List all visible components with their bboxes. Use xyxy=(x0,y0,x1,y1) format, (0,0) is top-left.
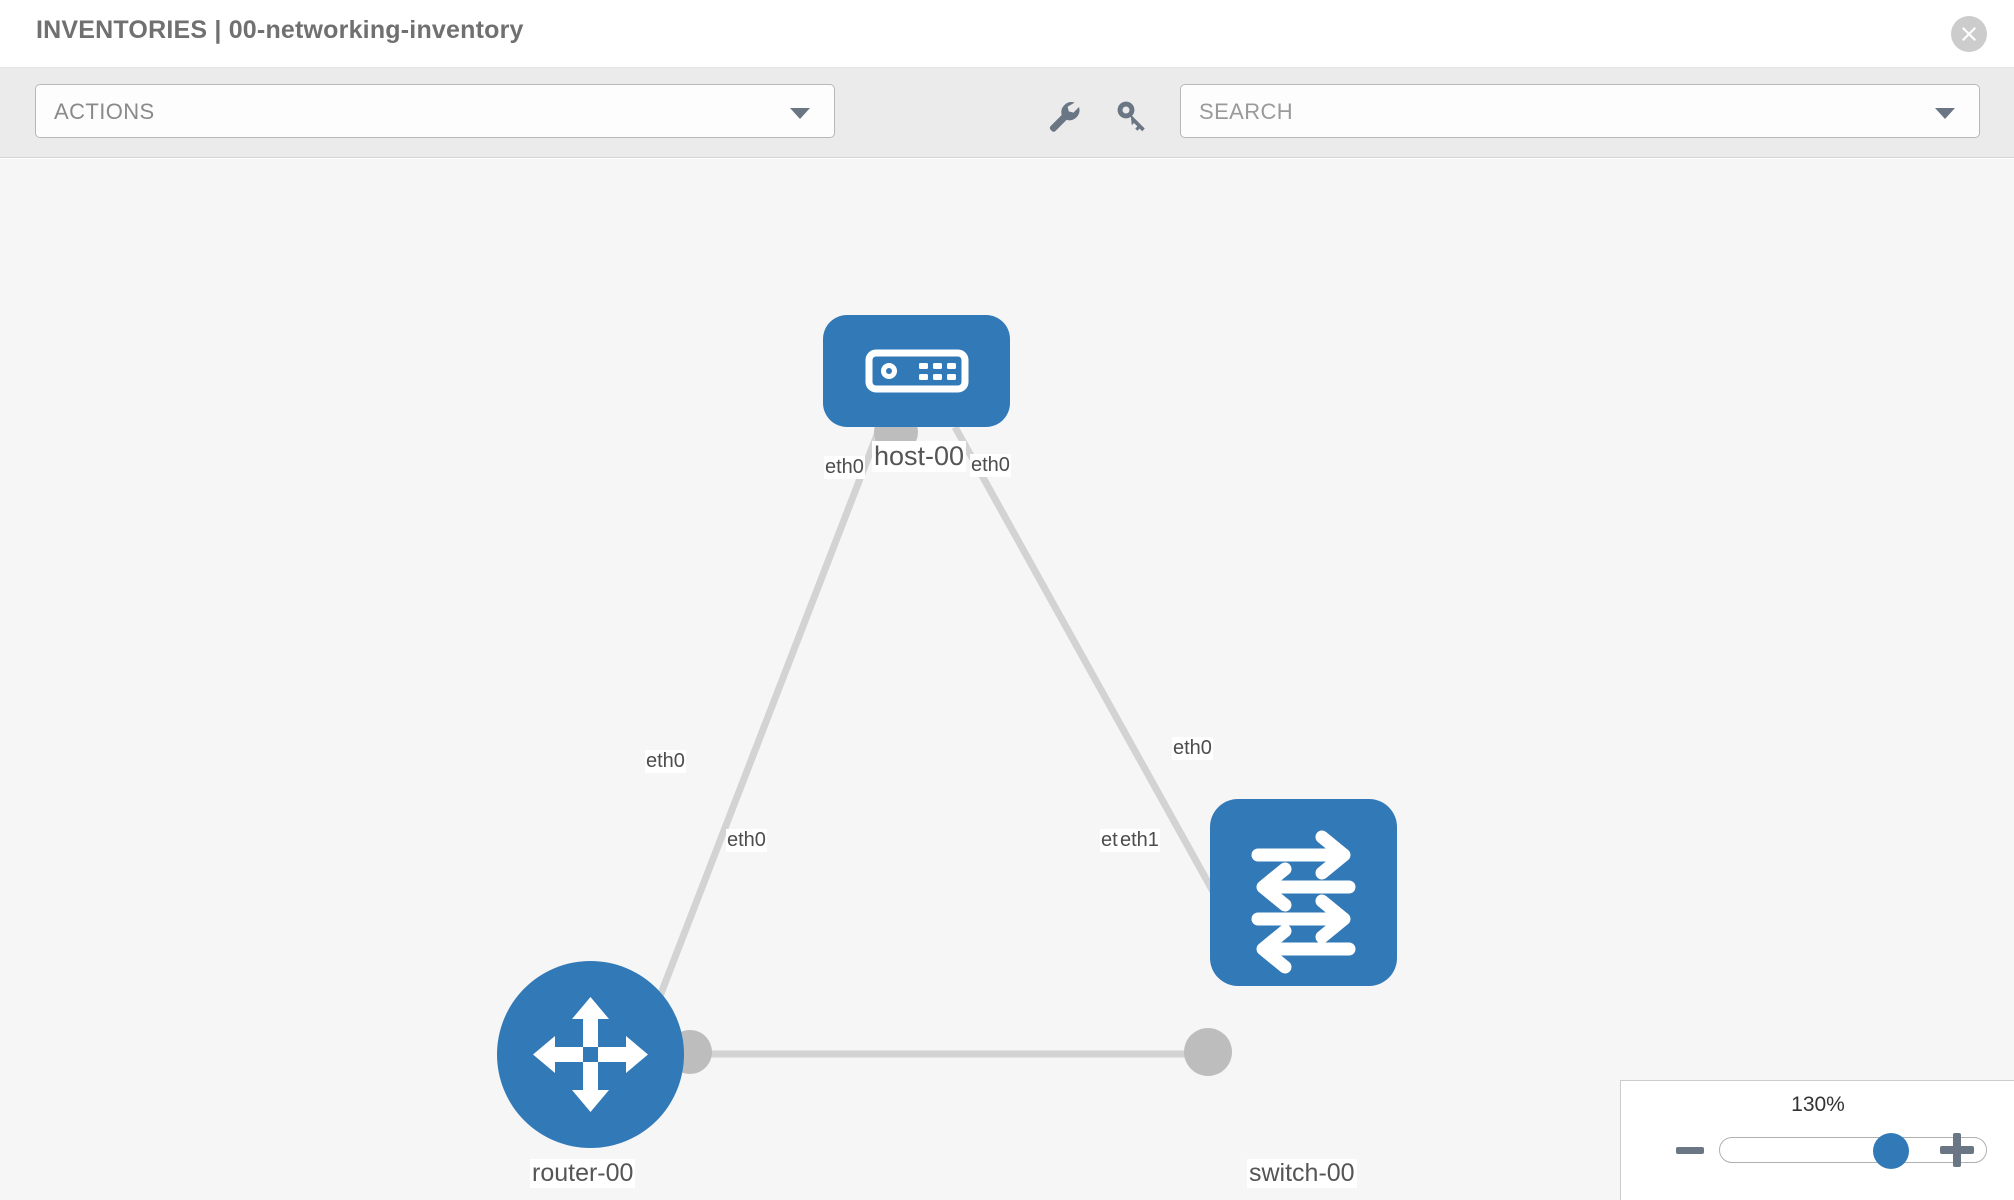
router-icon xyxy=(533,997,648,1112)
search-input[interactable]: SEARCH xyxy=(1180,84,1980,138)
topology-node-host-00[interactable] xyxy=(823,315,1010,427)
zoom-out-button[interactable] xyxy=(1676,1147,1704,1154)
topology-node-switch-00[interactable] xyxy=(1210,799,1397,986)
chevron-down-icon xyxy=(1935,108,1955,119)
key-icon[interactable] xyxy=(1112,96,1152,136)
close-icon[interactable] xyxy=(1951,16,1987,52)
switch-icon xyxy=(1251,830,1356,974)
edge-label-router-to-switch-near-router: eth0 xyxy=(726,829,767,852)
chevron-down-icon xyxy=(790,108,810,119)
edge-label-host-to-switch-near-host: eth0 xyxy=(970,454,1011,477)
topology-canvas[interactable]: host-00 router-00 switch-00 eth0 eth0 et… xyxy=(0,159,2014,1200)
node-label-router-00: router-00 xyxy=(530,1159,636,1188)
zoom-control-panel: 130% xyxy=(1620,1080,2014,1200)
edge-label-host-to-router-near-host: eth0 xyxy=(824,456,865,479)
topology-node-router-00[interactable] xyxy=(497,961,684,1148)
search-placeholder: SEARCH xyxy=(1199,99,1294,124)
wrench-icon[interactable] xyxy=(1043,96,1083,136)
server-icon xyxy=(865,349,969,393)
edge-label-router-to-switch-eth1: eth1 xyxy=(1119,829,1160,852)
zoom-level-value: 130% xyxy=(1791,1093,1845,1116)
edge-label-host-to-switch-near-switch: eth0 xyxy=(1172,737,1213,760)
page-title: INVENTORIES | 00-networking-inventory xyxy=(36,16,524,44)
actions-dropdown[interactable]: ACTIONS xyxy=(35,84,835,138)
page-header: INVENTORIES | 00-networking-inventory xyxy=(0,0,2014,68)
actions-dropdown-label: ACTIONS xyxy=(54,99,155,124)
zoom-slider-thumb[interactable] xyxy=(1873,1133,1909,1169)
zoom-in-button[interactable] xyxy=(1940,1133,1974,1167)
node-label-switch-00: switch-00 xyxy=(1247,1159,1357,1188)
node-label-host-00: host-00 xyxy=(872,441,967,473)
edge-label-host-to-router-near-router: eth0 xyxy=(645,750,686,773)
